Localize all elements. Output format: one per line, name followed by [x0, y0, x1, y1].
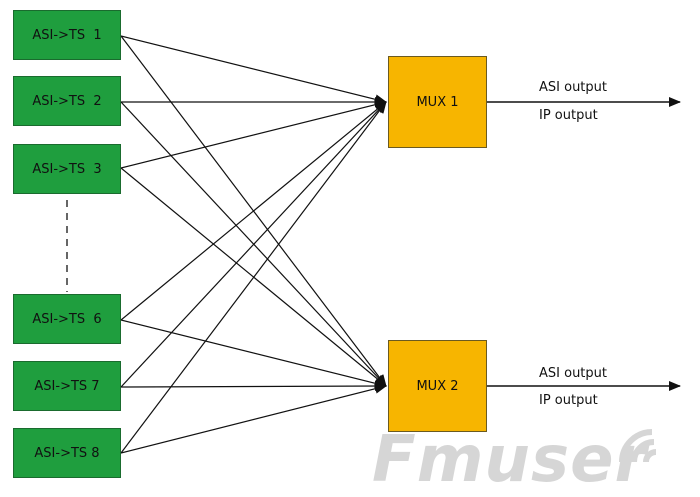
- source-label: ASI->TS 1: [32, 27, 102, 43]
- connection-ts4-mux2: [120, 319, 387, 389]
- mux-label: MUX 2: [416, 378, 459, 394]
- source-box-ts1: ASI->TS 1: [13, 10, 121, 60]
- connection-ts5-mux2: [120, 381, 387, 392]
- source-label: ASI->TS 7: [34, 378, 100, 394]
- source-box-ts2: ASI->TS 2: [13, 76, 121, 126]
- mux2-ip-output-label: IP output: [539, 393, 598, 408]
- connection-ts5-mux1: [120, 101, 387, 388]
- signal-waves-icon: [619, 429, 657, 463]
- mux1-ip-output-label: IP output: [539, 108, 598, 123]
- source-label: ASI->TS 8: [34, 445, 100, 461]
- connection-ts6-mux2: [120, 383, 387, 454]
- connection-ts1-mux1: [120, 35, 387, 105]
- source-label: ASI->TS 6: [32, 311, 102, 327]
- mux1-asi-output-label: ASI output: [539, 80, 607, 95]
- source-box-ts7: ASI->TS 7: [13, 361, 121, 411]
- connection-ts4-mux1: [120, 101, 387, 321]
- connection-ts3-mux1: [120, 99, 387, 169]
- source-box-ts3: ASI->TS 3: [13, 144, 121, 194]
- mux-box-1: MUX 1: [388, 56, 487, 148]
- mux-label: MUX 1: [416, 94, 459, 110]
- mux-box-2: MUX 2: [388, 340, 487, 432]
- fmuser-watermark: Fmuser: [372, 423, 648, 497]
- source-label: ASI->TS 3: [32, 161, 102, 177]
- source-box-ts8: ASI->TS 8: [13, 428, 121, 478]
- connection-ts6-mux1: [120, 101, 387, 454]
- source-box-ts6: ASI->TS 6: [13, 294, 121, 344]
- source-label: ASI->TS 2: [32, 93, 102, 109]
- mux2-asi-output-label: ASI output: [539, 366, 607, 381]
